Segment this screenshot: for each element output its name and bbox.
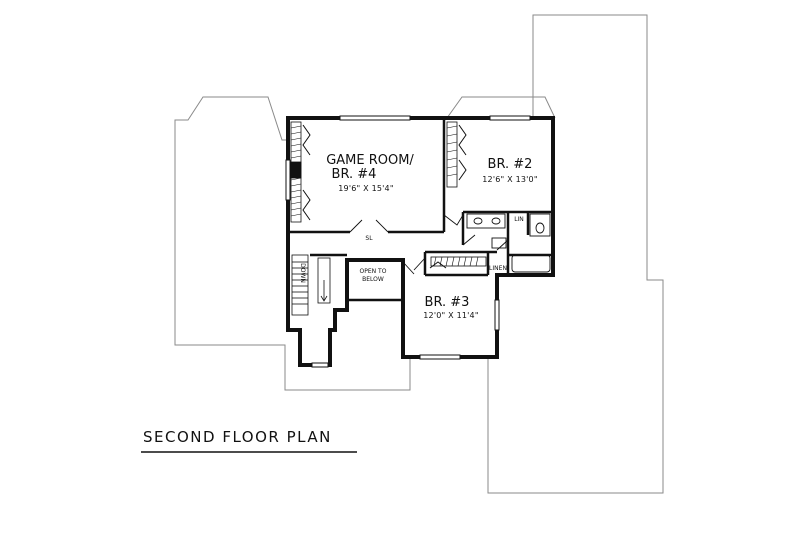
plan-title-group: SECOND FLOOR PLAN [141, 428, 357, 453]
roof-outline [174, 14, 664, 494]
exterior-walls [286, 116, 555, 367]
linen-label: LINEN [489, 265, 507, 272]
door-mark-label: SL [365, 235, 373, 242]
br3-dims: 12'0" X 11'4" [423, 311, 478, 320]
plan-title: SECOND FLOOR PLAN [143, 428, 332, 446]
windows [285, 115, 531, 368]
closet-doors [302, 124, 467, 269]
small-labels: OPEN TO BELOW LINEN LIN DOWN SL [299, 216, 524, 283]
room-br2: BR. #2 12'6" X 13'0" [482, 157, 537, 184]
down-label: DOWN [299, 263, 306, 283]
closets [289, 121, 487, 267]
br3-name: BR. #3 [425, 295, 470, 310]
room-game-room: GAME ROOM/ BR. #4 19'6" X 15'4" [326, 153, 414, 193]
br2-dims: 12'6" X 13'0" [482, 175, 537, 184]
door-swings [349, 214, 509, 275]
game-room-name-line2: BR. #4 [332, 167, 377, 182]
game-room-dims: 19'6" X 15'4" [338, 184, 393, 193]
br2-name: BR. #2 [488, 157, 533, 172]
game-room-name-line1: GAME ROOM/ [326, 153, 414, 168]
open-to-below-line1: OPEN TO [360, 268, 387, 275]
bath-fixtures [466, 213, 551, 273]
interior-walls [288, 118, 553, 302]
room-br3: BR. #3 12'0" X 11'4" [423, 295, 478, 320]
stair [291, 254, 331, 316]
lin-label: LIN [514, 216, 524, 223]
open-to-below-line2: BELOW [362, 276, 384, 283]
